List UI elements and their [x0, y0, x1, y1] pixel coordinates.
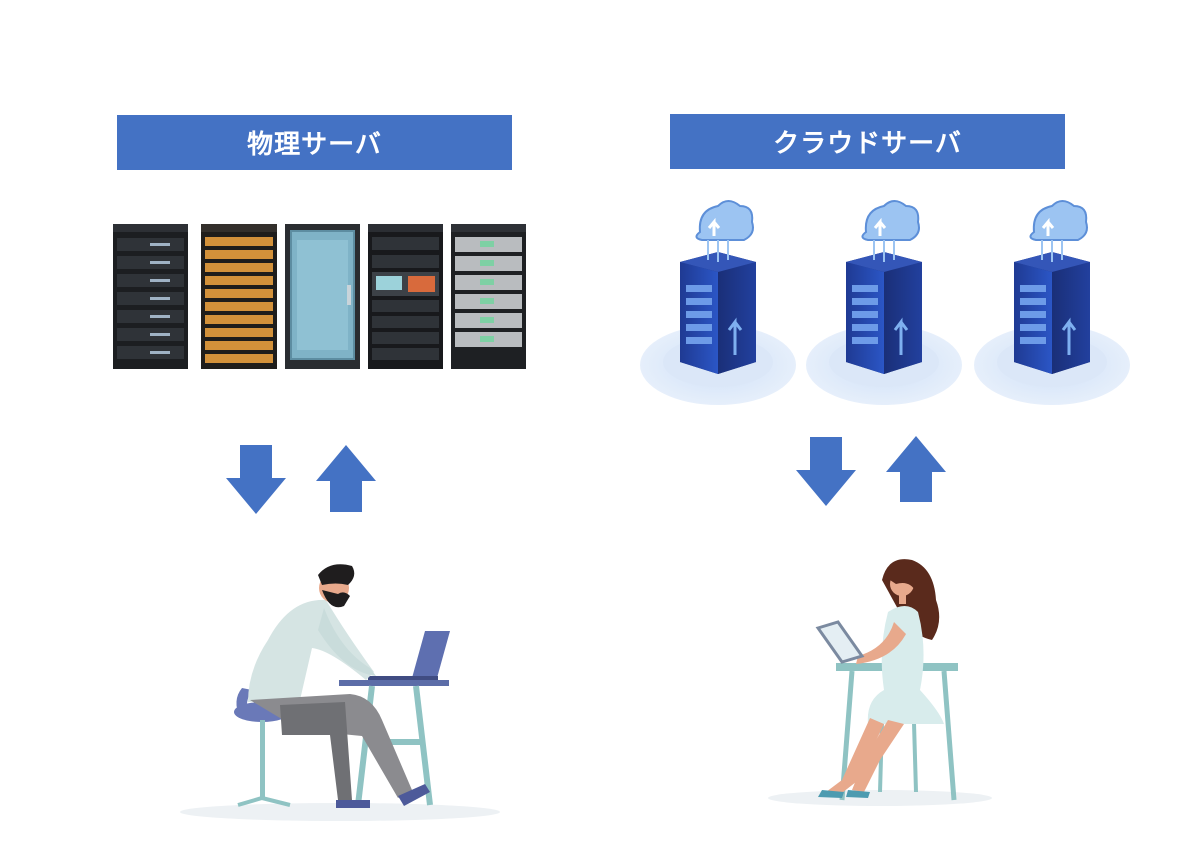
- server-rack-icon: [451, 224, 526, 369]
- server-rack-icon: [368, 224, 443, 369]
- physical-server-title: 物理サーバ: [117, 115, 512, 170]
- person-with-tablet-icon: [768, 559, 992, 806]
- cloud-server-icon: [974, 200, 1130, 405]
- server-rack-icon: [285, 224, 360, 369]
- cloud-server-icon: [640, 200, 796, 405]
- down-arrow-icon: [796, 437, 856, 506]
- person-with-laptop-icon: [180, 564, 500, 821]
- cloud-server-title: クラウドサーバ: [670, 114, 1065, 169]
- up-arrow-icon: [316, 445, 376, 512]
- cloud-server-icon: [806, 200, 962, 405]
- server-rack-icon: [201, 224, 277, 369]
- server-rack-icon: [113, 224, 188, 369]
- down-arrow-icon: [226, 445, 286, 514]
- up-arrow-icon: [886, 436, 946, 502]
